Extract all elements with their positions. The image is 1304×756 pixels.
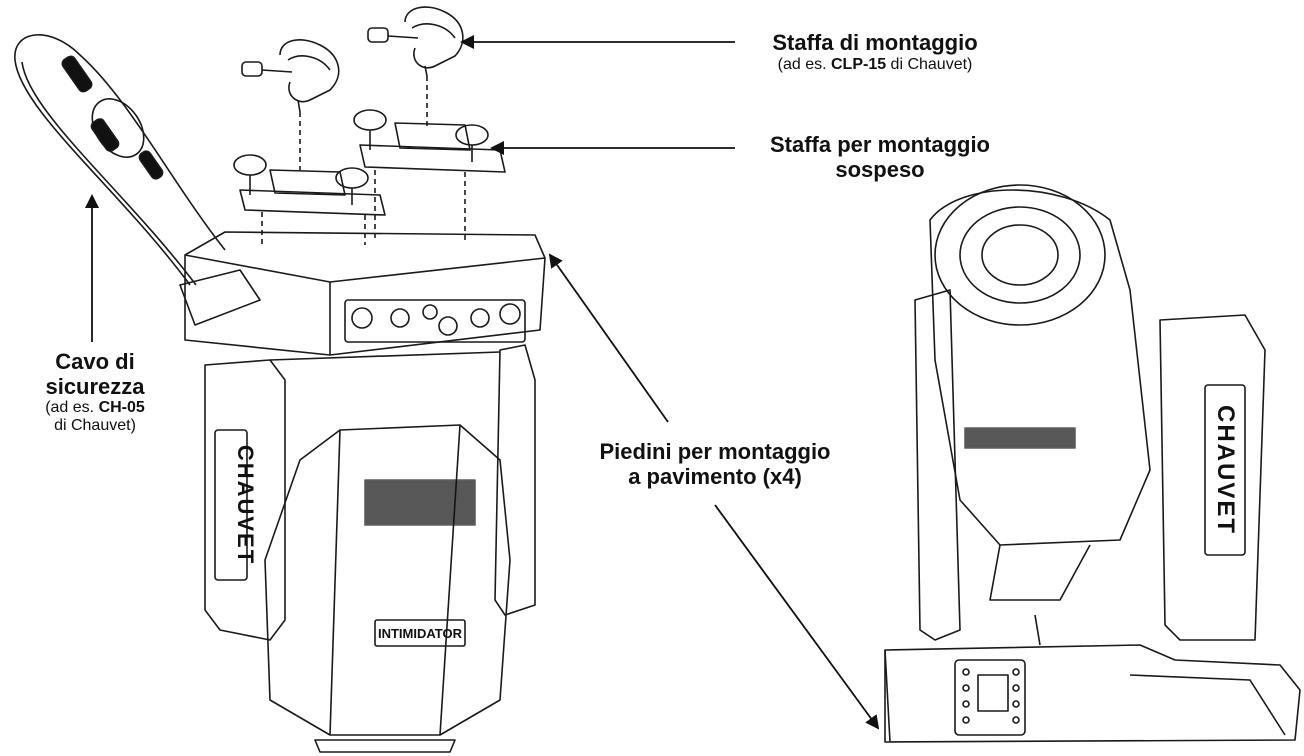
model-logo-left: INTIMIDATOR xyxy=(378,626,463,641)
omega-bracket-2-drawing xyxy=(353,109,506,173)
label-mounting-bracket-title: Staffa di montaggio xyxy=(772,30,978,55)
arrow-foot-right xyxy=(714,504,880,730)
label-safety-cable-note: (ad es. CH-05 xyxy=(45,399,145,417)
right-fixture-drawing xyxy=(884,184,1301,743)
omega-bracket-1-drawing xyxy=(233,154,386,216)
label-hanging-bracket-line1: Staffa per montaggio xyxy=(769,132,990,157)
label-floor-feet-line2: a pavimento (x4) xyxy=(628,463,802,489)
label-hanging-bracket-line2: sospeso xyxy=(835,156,925,182)
arrow-foot-left xyxy=(548,253,669,423)
label-mounting-bracket: Staffa di montaggio (ad es. CLP-15 di Ch… xyxy=(735,30,1015,74)
label-floor-feet-line1: Piedini per montaggio xyxy=(599,439,831,464)
chauvet-logo-right: CHAUVET xyxy=(1212,405,1239,535)
label-safety-cable-line2: sicurezza xyxy=(45,373,145,399)
chauvet-logo-left: CHAUVET xyxy=(233,445,258,565)
safety-cable-drawing xyxy=(14,34,226,286)
label-hanging-bracket: Staffa per montaggio sospeso xyxy=(735,132,1025,182)
label-floor-feet: Piedini per montaggio a pavimento (x4) xyxy=(565,439,865,489)
label-safety-cable: Cavo di sicurezza (ad es. CH-05 di Chauv… xyxy=(20,349,170,435)
label-safety-cable-note-line2: di Chauvet) xyxy=(54,417,136,435)
clamp-2-drawing xyxy=(367,6,464,77)
label-mounting-bracket-note: (ad es. CLP-15 di Chauvet) xyxy=(777,55,973,73)
clamp-1-drawing xyxy=(241,39,340,113)
label-safety-cable-line1: Cavo di xyxy=(55,349,135,374)
left-fixture-drawing xyxy=(179,231,546,753)
